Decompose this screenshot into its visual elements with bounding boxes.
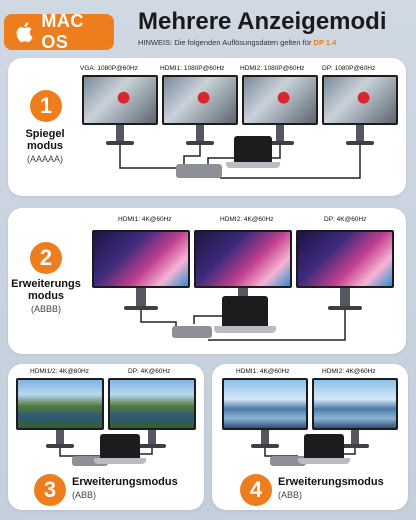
- mode-2-subtitle: (ABBB): [30, 304, 61, 314]
- mode-2-title: Erweiterungs modus: [11, 278, 81, 302]
- mode-1-panel: 1 Spiegel modus (AAAAA) VGA: 1080P@60Hz …: [8, 58, 406, 196]
- usb-hub: [270, 456, 306, 466]
- macos-badge: MAC OS: [4, 11, 114, 52]
- mode-3-monitor-1-label: HDMI1/2: 4K@60Hz: [30, 368, 89, 375]
- mode-4-title: Erweiterungsmodus: [278, 476, 384, 488]
- mode-3-panel: HDMI1/2: 4K@60Hz DP: 4K@60Hz 3 Erweiteru…: [8, 364, 204, 510]
- hint-text: HINWEIS: Die folgenden Auflösungsdaten g…: [138, 38, 336, 47]
- mode-4-number: 4: [240, 474, 272, 506]
- monitor-screen: [82, 75, 158, 125]
- monitor-screen: [242, 75, 318, 125]
- hint-prefix: HINWEIS: Die folgenden Auflösungsdaten g…: [138, 38, 312, 47]
- mode-2-monitor-3-label: DP: 4K@60Hz: [324, 216, 367, 223]
- monitor-screen: [194, 230, 292, 288]
- monitor-screen: [108, 378, 196, 430]
- mode-3-subtitle: (ABB): [72, 490, 97, 500]
- monitor-screen: [16, 378, 104, 430]
- usb-hub: [172, 326, 212, 338]
- hint-accent: DP 1.4: [313, 38, 337, 47]
- mode-4-subtitle: (ABB): [278, 490, 303, 500]
- mode-1-monitor-2-label: HDMI1: 1080P@60Hz: [160, 65, 225, 72]
- usb-hub: [176, 164, 222, 178]
- mode-1-number: 1: [30, 90, 62, 122]
- mode-2-panel: 2 Erweiterungs modus (ABBB) HDMI1: 4K@60…: [8, 208, 406, 354]
- monitor-screen: [312, 378, 398, 430]
- mode-1-monitor-4-label: DP: 1080P@60Hz: [322, 65, 376, 72]
- monitor-screen: [92, 230, 190, 288]
- apple-icon: [16, 22, 33, 43]
- mode-3-title: Erweiterungsmodus: [72, 476, 178, 488]
- mode-1-monitor-1-label: VGA: 1080P@60Hz: [80, 65, 138, 72]
- monitor-screen: [322, 75, 398, 125]
- mode-3-number: 3: [34, 474, 66, 506]
- mode-2-monitor-1-label: HDMI1: 4K@60Hz: [118, 216, 172, 223]
- mode-4-monitor-1-label: HDMI1: 4K@60Hz: [236, 368, 290, 375]
- mode-4-panel: HDMI1: 4K@60Hz HDMI2: 4K@60Hz 4 Erweiter…: [212, 364, 408, 510]
- mode-1-monitor-3-label: HDMI2: 1080P@60Hz: [240, 65, 305, 72]
- badge-label: MAC OS: [41, 11, 84, 52]
- monitor-screen: [296, 230, 394, 288]
- mode-4-monitor-2-label: HDMI2: 4K@60Hz: [322, 368, 376, 375]
- mode-1-title: Spiegel modus: [25, 128, 65, 152]
- header: MAC OS Mehrere Anzeigemodi HINWEIS: Die …: [0, 0, 416, 60]
- usb-hub: [72, 456, 108, 466]
- mode-3-monitor-2-label: DP: 4K@60Hz: [128, 368, 171, 375]
- mode-2-number: 2: [30, 242, 62, 274]
- monitor-screen: [222, 378, 308, 430]
- mode-2-monitor-2-label: HDMI2: 4K@60Hz: [220, 216, 274, 223]
- page-title: Mehrere Anzeigemodi: [138, 8, 387, 35]
- monitor-screen: [162, 75, 238, 125]
- mode-1-subtitle: (AAAAA): [26, 154, 63, 164]
